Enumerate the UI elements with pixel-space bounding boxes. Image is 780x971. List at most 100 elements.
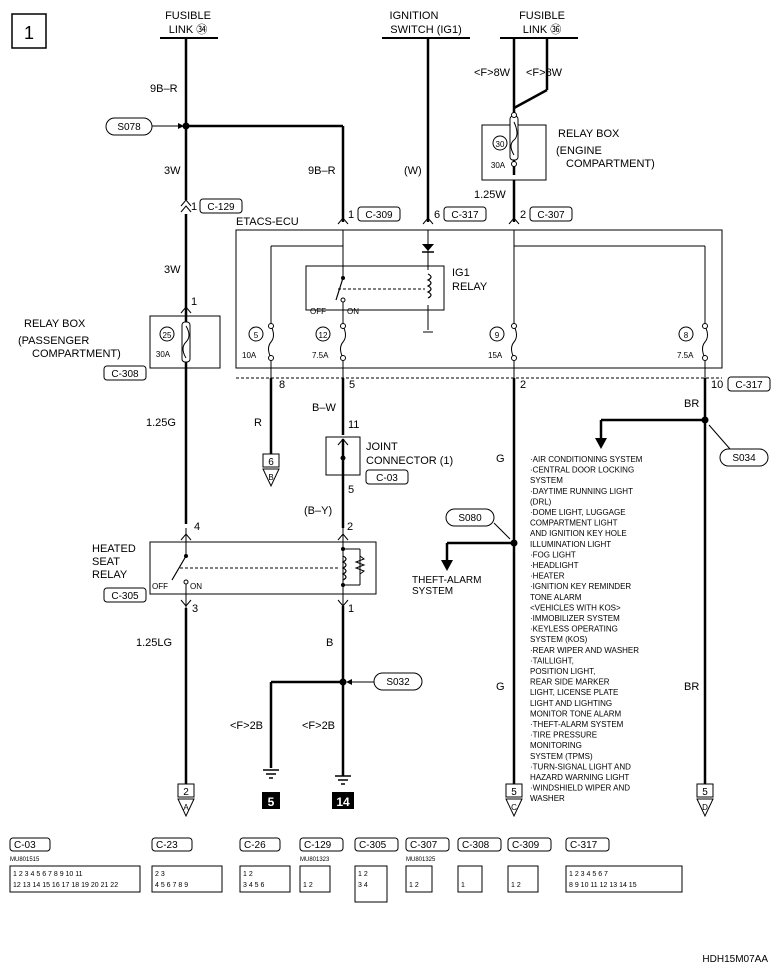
splice-dot-s034 (701, 416, 709, 424)
system-item: ·HEADLIGHT (530, 561, 579, 570)
legend-pins-top: 1 2 (243, 871, 253, 878)
splice-dot-s078 (182, 122, 190, 130)
splice-s034: S034 (708, 424, 769, 467)
splice-dot-s080 (510, 539, 518, 547)
system-item: SYSTEM (TPMS) (530, 752, 593, 761)
system-item: POSITION LIGHT, (530, 667, 595, 676)
svg-text:1: 1 (191, 296, 197, 308)
svg-text:5: 5 (348, 484, 354, 496)
ig1-relay-line1: IG1 (452, 267, 470, 279)
svg-text:5: 5 (511, 787, 517, 798)
legend-pins-top: 2 3 (155, 871, 165, 878)
relay-box-passenger-sub1: (PASSENGER (18, 335, 89, 347)
legend-pins-bottom: 1 (461, 882, 465, 889)
svg-text:9: 9 (495, 331, 500, 340)
svg-text:5: 5 (268, 795, 275, 809)
system-item: MONITOR TONE ALARM (530, 709, 621, 718)
splice-s078: S078 (105, 117, 184, 136)
svg-text:C-317: C-317 (451, 210, 479, 221)
svg-text:C: C (511, 803, 517, 812)
svg-text:S034: S034 (732, 453, 756, 464)
wire-label-br2: BR (684, 681, 699, 693)
system-item: ·THEFT-ALARM SYSTEM (530, 720, 624, 729)
svg-text:1: 1 (191, 201, 197, 213)
splice-s032: S032 (346, 672, 423, 691)
joint-connector-line1: JOINT (366, 441, 398, 453)
wire-label-b: B (326, 637, 333, 649)
legend-pins-bottom: 12 13 14 15 16 17 18 19 20 21 22 (13, 882, 118, 889)
svg-text:OFF: OFF (152, 582, 168, 591)
svg-text:S032: S032 (386, 677, 410, 688)
theft-alarm-line1: THEFT-ALARM (412, 575, 481, 586)
ignition-switch-label: IGNITION SWITCH (IG1) (382, 10, 470, 39)
system-item: ·REAR WIPER AND WASHER (530, 646, 639, 655)
system-item: ·IMMOBILIZER SYSTEM (530, 614, 620, 623)
drawing-code: HDH15M07AA (702, 954, 768, 965)
etacs-pin-2: 2 (520, 379, 526, 391)
fusible-link-36-line2: LINK ㊱ (523, 23, 562, 36)
svg-text:C-309: C-309 (365, 210, 393, 221)
svg-text:6: 6 (268, 457, 274, 468)
legend-connector-id: C-26 (244, 840, 266, 851)
system-item: ·TAILLIGHT, (530, 656, 574, 665)
relay-box-passenger: 1 25 30A RELAY BOX (PASSENGER COMPARTMEN… (18, 296, 221, 381)
legend-connector: C-261 23 4 5 6 (239, 837, 291, 893)
svg-text:15A: 15A (488, 351, 503, 360)
ignition-switch-line2: SWITCH (IG1) (390, 24, 462, 36)
svg-text:1: 1 (348, 603, 354, 615)
system-item: <VEHICLES WITH KOS> (530, 603, 621, 612)
fusible-link-36-line1: FUSIBLE (519, 10, 565, 22)
connector-c129: 1 C-129 (180, 198, 243, 214)
relay-box-engine-sub1: (ENGINE (556, 145, 602, 157)
splice-dot-s032 (339, 678, 347, 686)
legend-pins-bottom: 4 5 6 7 8 9 (155, 882, 188, 889)
svg-text:S078: S078 (117, 122, 141, 133)
off-page-b: 6 B (262, 453, 280, 488)
etacs-title: ETACS-ECU (236, 216, 299, 228)
wire-label-g2: G (496, 681, 505, 693)
legend-pins-top: 1 2 3 4 5 6 7 8 9 10 11 (13, 871, 83, 878)
svg-text:6: 6 (434, 209, 440, 221)
legend-pins-bottom: 1 2 (511, 882, 521, 889)
svg-text:2: 2 (347, 521, 353, 533)
system-item: TONE ALARM (530, 593, 582, 602)
wire-label-bw: B–W (312, 402, 336, 414)
svg-text:1: 1 (348, 209, 354, 221)
svg-text:D: D (702, 803, 708, 812)
legend-part-no: MU801325 (406, 857, 436, 863)
relay-box-engine-title: RELAY BOX (558, 128, 620, 140)
svg-text:C-305: C-305 (111, 591, 139, 602)
etacs-fuse-12: 12 7.5A (312, 323, 346, 378)
svg-text:2: 2 (183, 787, 189, 798)
system-item: MONITORING (530, 741, 582, 750)
ig1-relay-line2: RELAY (452, 281, 488, 293)
legend-connector: C-232 34 5 6 7 8 9 (151, 837, 223, 893)
legend-part-no: MU801515 (10, 857, 40, 863)
svg-text:B: B (268, 473, 273, 482)
fusible-link-34-line1: FUSIBLE (165, 10, 211, 22)
joint-connector-line2: CONNECTOR (1) (366, 455, 453, 467)
off-page-a: 2 A (177, 783, 195, 818)
system-item: LIGHT, LICENSE PLATE (530, 688, 618, 697)
legend-connector-id: C-129 (304, 840, 332, 851)
fusible-link-34-label: FUSIBLE LINK ㉞ (160, 10, 218, 39)
relay-box-engine-fuse-no: 30 (496, 140, 505, 149)
system-item: AND IGNITION KEY HOLE (530, 529, 627, 538)
relay-box-engine-sub2: COMPARTMENT) (566, 158, 655, 170)
fusible-link-34-line2: LINK ㉞ (169, 23, 208, 36)
svg-text:8: 8 (684, 331, 689, 340)
ig1-relay-off: OFF (310, 307, 326, 316)
svg-text:C-307: C-307 (537, 210, 565, 221)
system-item: ·HEATER (530, 572, 565, 581)
joint-connector: 11 5 JOINT CONNECTOR (1) C-03 (325, 419, 453, 496)
legend-pins-bottom: 8 9 10 11 12 13 14 15 (569, 882, 637, 889)
heated-seat-relay-line1: HEATED (92, 543, 136, 555)
svg-text:4: 4 (194, 521, 200, 533)
legend-pins-bottom: 1 2 (409, 882, 419, 889)
